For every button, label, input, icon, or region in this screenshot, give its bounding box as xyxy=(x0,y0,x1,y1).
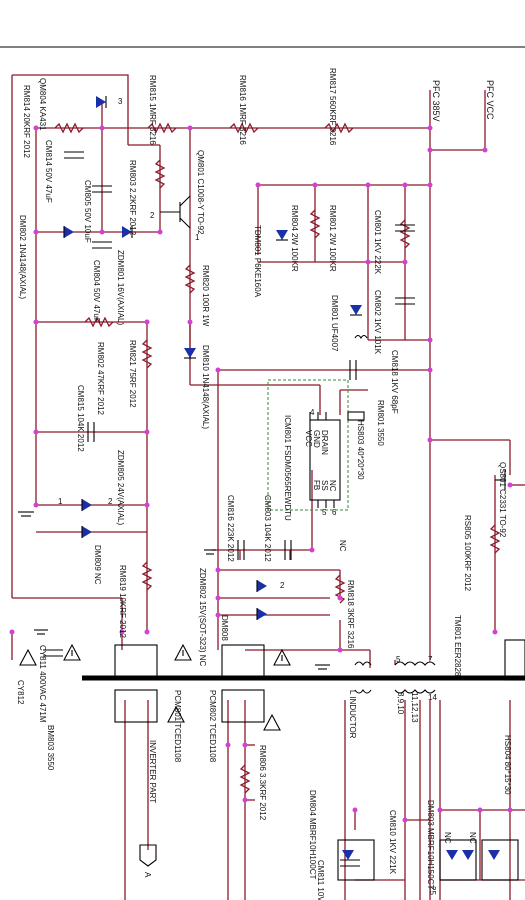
label-zdm805: ZDM805 24V(AXIAL) xyxy=(116,450,125,525)
label-rm806: RM806 3.3KRF 2012 xyxy=(258,745,267,821)
label-dm804: DM804 MBRF10H100CT xyxy=(308,790,317,879)
pin-4: 4 xyxy=(310,408,315,417)
label-cm814: CM814 50V 47uF xyxy=(44,140,53,203)
ic-pin-vcc: VCC xyxy=(304,430,313,447)
resistors xyxy=(54,122,501,794)
rail-labels: PFC 385V PFC VCC xyxy=(431,80,495,122)
label-dm809: DM809 NC xyxy=(93,545,102,585)
inverter-connector xyxy=(139,844,157,867)
label-cm805: CM805 50V 10uF xyxy=(83,180,92,243)
pin-number-labels: 3 1 2 1 2 2 4 5 6 5 7 8,9,10 11,12,13 14 xyxy=(58,97,437,723)
rail-pfc-vcc: PFC VCC xyxy=(485,80,495,120)
pin-5: 5 xyxy=(322,508,327,517)
label-dm801: DM801 UF4007 xyxy=(330,295,339,352)
label-rm815: RM815 1MRF 3216 xyxy=(148,75,157,145)
label-cm801: CM801 1KV 222K xyxy=(373,210,382,275)
label-cm815: CM815 104K 2012 xyxy=(76,385,85,452)
label-rm817: RM817 560KRF 3216 xyxy=(328,68,337,146)
ic-pin-drain: DRAIN xyxy=(320,430,329,455)
label-pcm801: PCM801 TCED1108 xyxy=(173,690,182,763)
pin-2: 2 xyxy=(150,211,155,220)
transformer xyxy=(354,334,436,694)
label-rm803: RM803 2.2KRF 2012 xyxy=(128,160,137,236)
label-pin-25: 25 xyxy=(428,886,437,895)
tm-pin-8-9-10: 8,9,10 xyxy=(396,692,405,715)
label-rm819: RM819 10KRF 2012 xyxy=(118,565,127,638)
label-pin-a: A xyxy=(143,872,152,878)
ic-pin-ss: SS xyxy=(320,480,329,491)
label-nc1: NC xyxy=(443,832,452,844)
label-cy811: CY811 400VAC 471M xyxy=(38,645,47,723)
label-qm801: QM801 C1008-Y TO-92 xyxy=(196,150,205,235)
tm-pin-5: 5 xyxy=(396,655,401,664)
label-cm811: CM811 10V 1000uF xyxy=(316,860,325,900)
label-rm820: RM820 100R 1W xyxy=(201,265,210,327)
grounds xyxy=(18,511,330,670)
label-rm801: RM801 2W 100KR xyxy=(328,205,337,272)
label-cy812: CY812 xyxy=(16,680,25,705)
diodes xyxy=(63,96,500,860)
label-qm804: QM804 KA431 xyxy=(38,78,47,131)
label-rs805: RS805 100KRF 2012 xyxy=(463,515,472,592)
capacitors xyxy=(43,151,415,867)
label-rm818: RM818 3KRF 3216 xyxy=(346,580,355,649)
label-cm803: CM803 104K 2012 xyxy=(263,495,272,562)
label-inductor: L INDUCTOR xyxy=(348,690,357,739)
label-pcm802: PCM802 TCED1108 xyxy=(208,690,217,763)
transistors xyxy=(160,195,506,490)
label-rm816: RM816 1MRF 3216 xyxy=(238,75,247,145)
tm-pin-14: 14 xyxy=(428,693,437,702)
label-qs801: QS801 C2331 TO-92 xyxy=(498,462,507,538)
pin-1: 1 xyxy=(195,233,200,242)
label-cm810: CM810 1KV 221K xyxy=(388,810,397,875)
label-dm810: DM810 1N4148(AXIAL) xyxy=(201,345,210,429)
label-zdm802: ZDM802 15V(SOT-323) NC xyxy=(198,568,207,666)
label-hs804: HS804 80*15*30 xyxy=(503,735,512,795)
tm-pin-11-12-13: 11,12,13 xyxy=(410,692,419,723)
junction-dots xyxy=(9,125,513,823)
label-dm802: DM802 1N4148(AXIAL) xyxy=(18,215,27,299)
label-dm803: DM803 MBRF10H150CT xyxy=(426,800,435,889)
label-cm816: CM816 223K 2012 xyxy=(226,495,235,562)
label-cm802: CM802 1KV 101K xyxy=(373,290,382,355)
pin-6: 6 xyxy=(332,508,337,517)
label-zdm801: ZDM801 16V(AXIAL) xyxy=(116,250,125,325)
label-nc2: NC xyxy=(468,832,477,844)
label-hs803: HS803 40*20*30 xyxy=(356,420,365,480)
ic-pin-nc: NC xyxy=(328,480,337,492)
part-labels: QM804 KA431 RM814 20KRF 2012 CM814 50V 4… xyxy=(16,68,512,900)
pin-2b: 2 xyxy=(108,497,113,506)
pin-3: 3 xyxy=(118,97,123,106)
label-rm821: RM821 75RF 2012 xyxy=(128,340,137,408)
ic-pin-labels: DRAIN GND VCC NC SS FB xyxy=(304,430,337,492)
label-inverter-part: INVERTER PART xyxy=(148,740,157,803)
ic-fsdm0565 xyxy=(267,379,365,511)
warning-icons xyxy=(19,643,291,731)
wiring xyxy=(11,74,525,900)
label-nc3: NC xyxy=(338,540,347,552)
tm-pin-7: 7 xyxy=(428,655,433,664)
label-cm818: CM818 1KV 68pF xyxy=(390,350,399,414)
label-cm804: CM804 50V 47uF xyxy=(92,260,101,323)
rail-pfc-385: PFC 385V xyxy=(431,80,441,122)
pin-2c: 2 xyxy=(280,581,285,590)
label-icm801: ICM801 FSDM0565REWDTU xyxy=(283,415,292,521)
label-rm802: RM802 47KRF 2012 xyxy=(96,342,105,415)
ic-pin-fb: FB xyxy=(312,480,321,490)
pin-1b: 1 xyxy=(58,497,63,506)
label-bm803: BM803 3550 xyxy=(46,725,55,771)
label-rm814: RM814 20KRF 2012 xyxy=(22,85,31,158)
label-dm808: DM808 xyxy=(220,615,229,641)
ic-pin-gnd: GND xyxy=(312,430,321,448)
label-rm804: RM804 2W 100KR xyxy=(290,205,299,272)
label-tdm801: TDM801 P6KE160A xyxy=(253,225,262,298)
label-rm801b: RM801 3550 xyxy=(376,400,385,446)
label-tm801: TM801 EER2828 xyxy=(453,615,462,677)
